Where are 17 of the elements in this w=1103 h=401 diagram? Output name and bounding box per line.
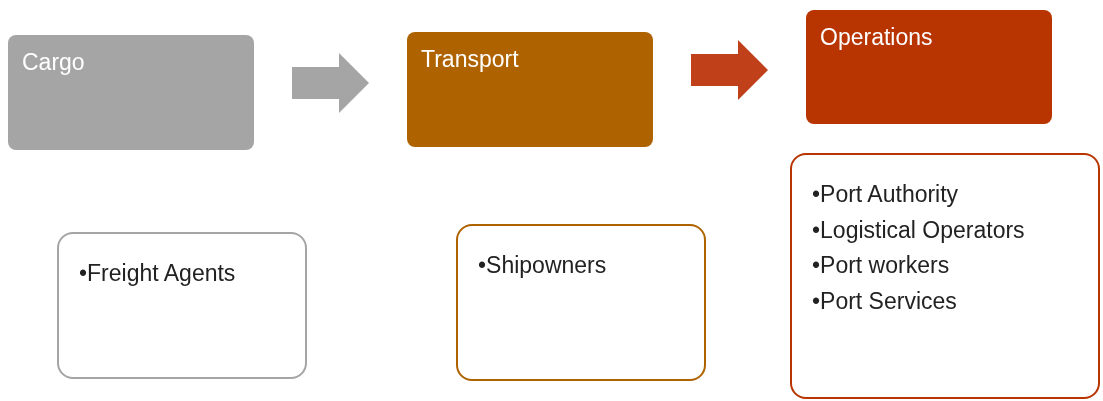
bullet-item: •Port Authority [812,181,960,209]
bullet-item: •Port Services [812,287,958,316]
list-box [790,153,1100,399]
category-box [806,10,1052,124]
category-title: Cargo [22,49,86,77]
category-title: Operations [820,24,934,52]
block-arrow [292,53,369,113]
bullet-item: •Logistical Operators [812,216,1026,245]
list-box [57,232,307,379]
category-box [8,35,254,150]
bullet-item: •Port workers [812,252,951,280]
block-arrow [691,40,768,100]
list-box [456,224,706,381]
bullet-item: •Shipowners [478,252,608,280]
category-box [407,32,653,147]
bullet-item: •Freight Agents [79,260,237,288]
category-title: Transport [421,46,520,74]
